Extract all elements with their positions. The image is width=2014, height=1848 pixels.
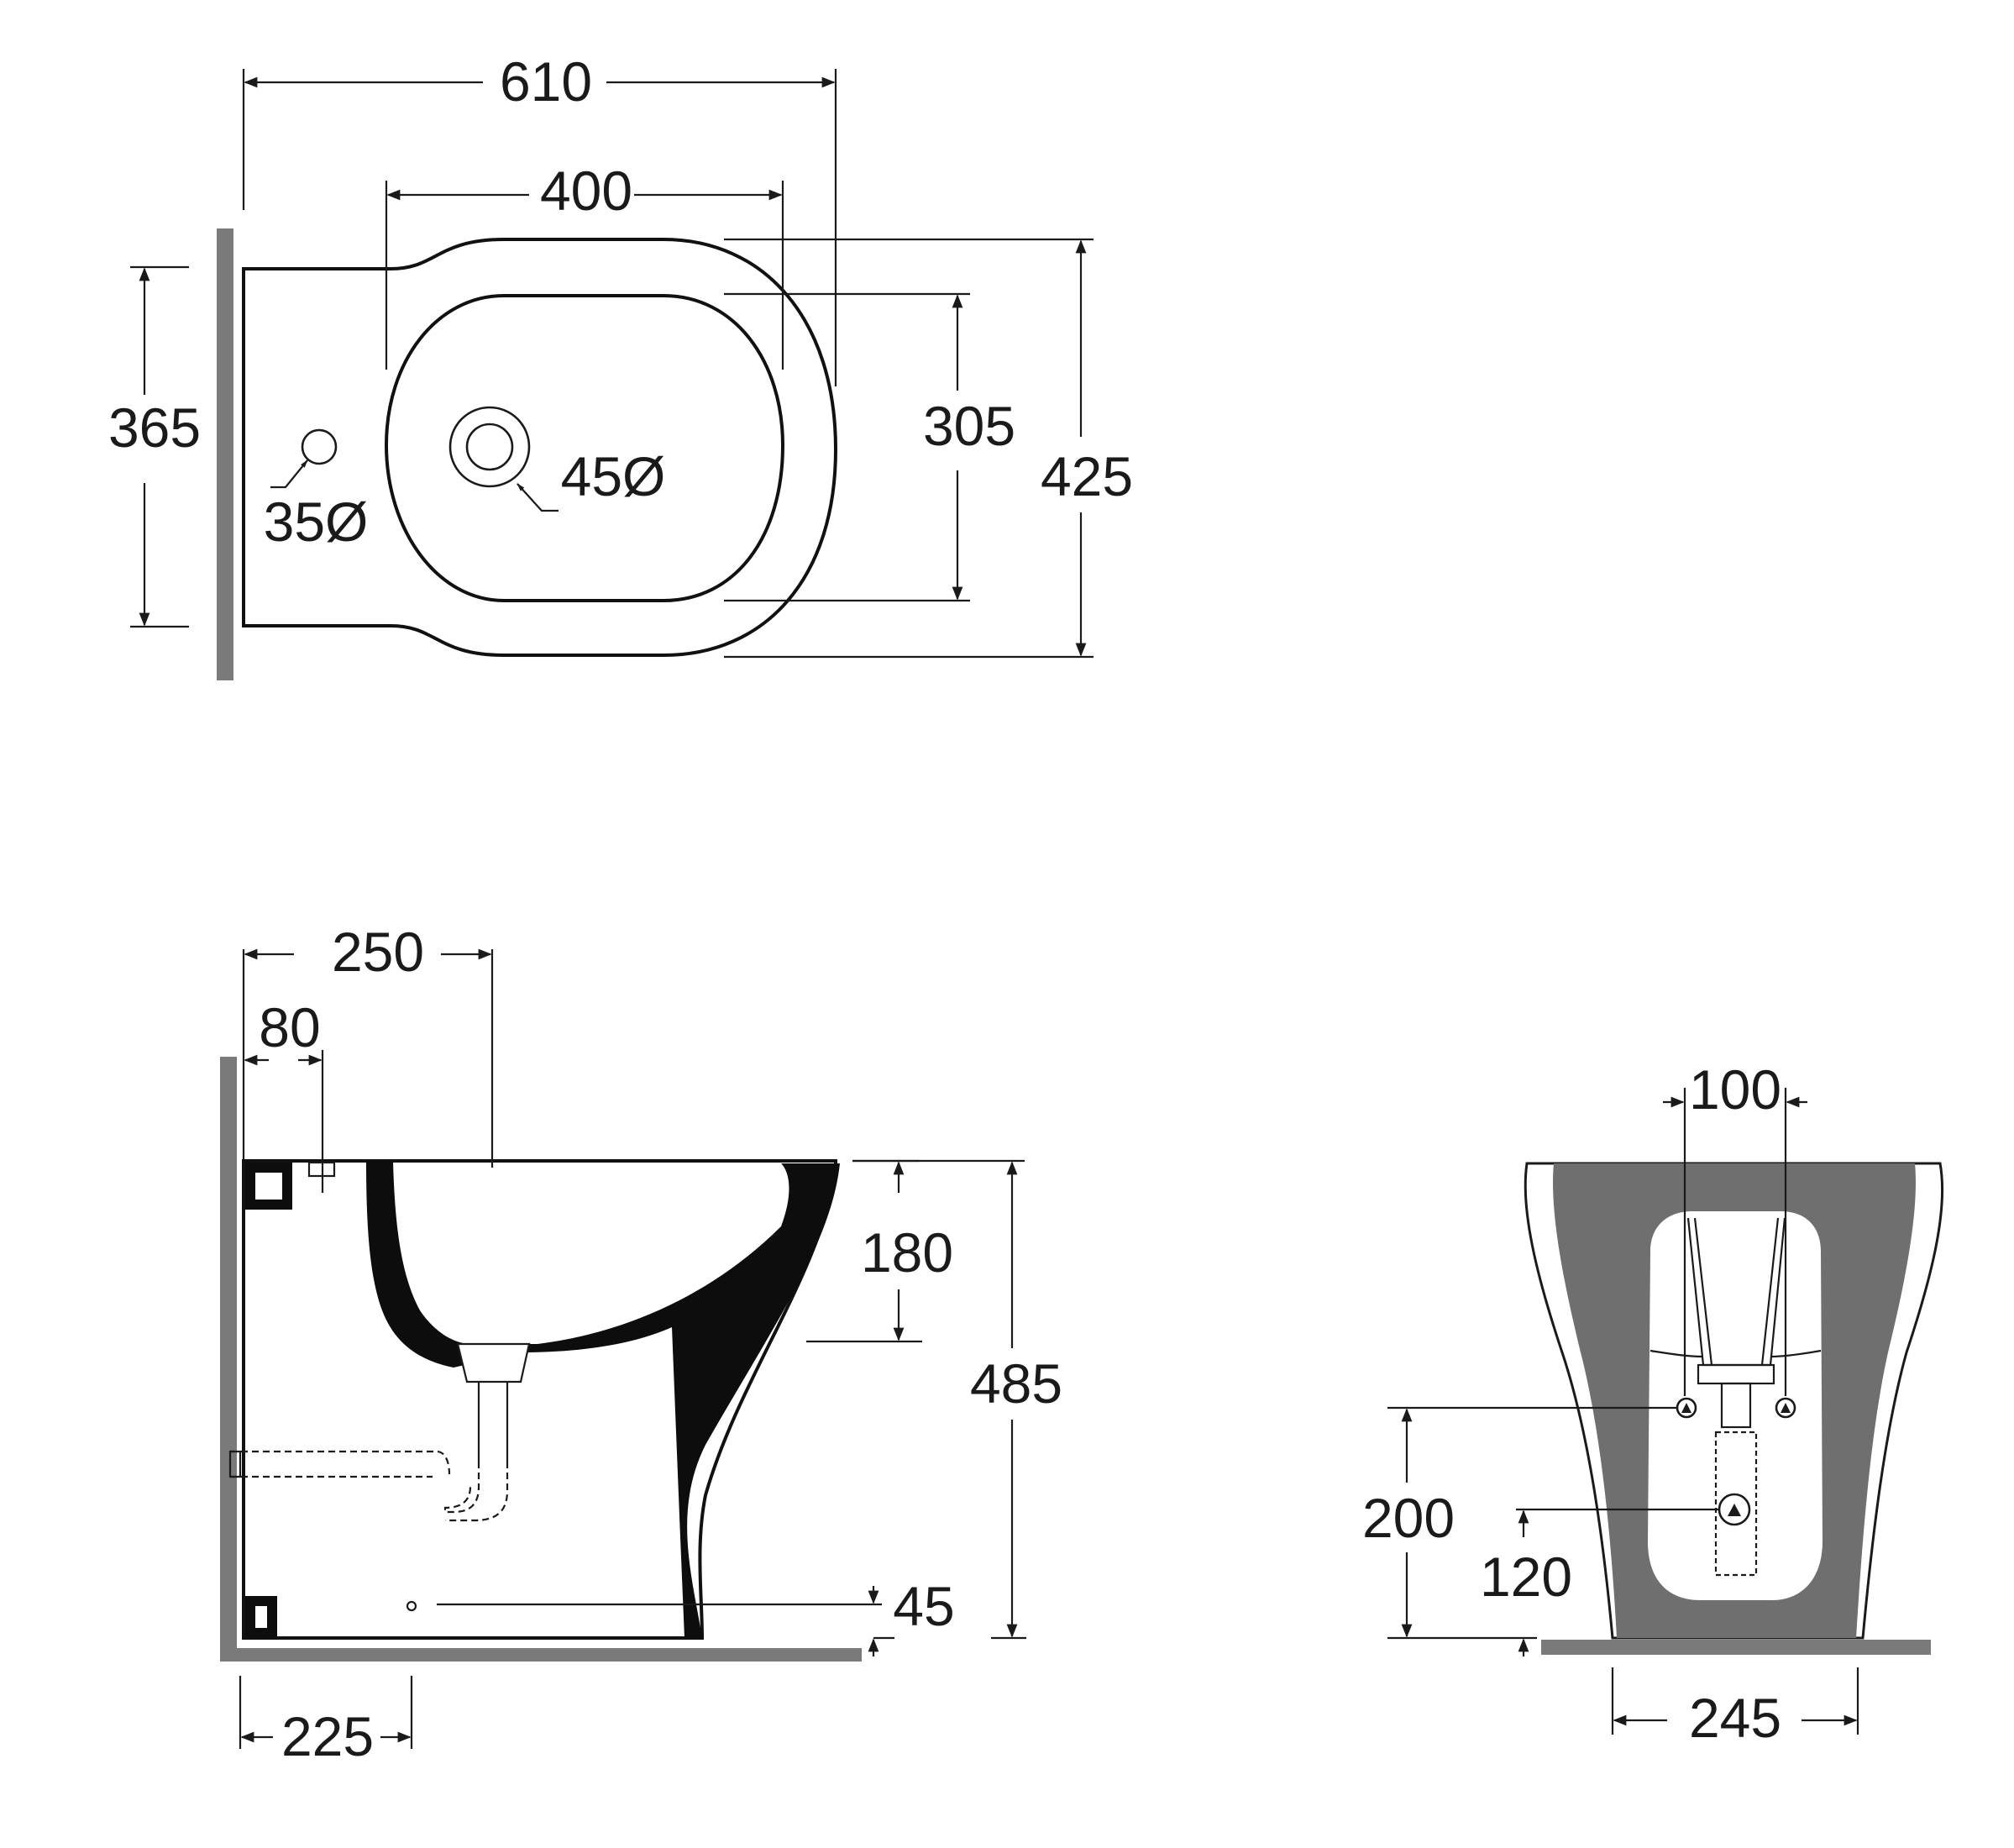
bidet-opening-front — [1648, 1211, 1823, 1600]
top-view: 610 400 365 305 425 35Ø 45Ø — [108, 50, 1133, 680]
bowl-outline-top — [384, 294, 785, 602]
dim-base-width: 245 — [1689, 1687, 1781, 1749]
front-view: 100 200 120 245 — [1362, 1058, 1944, 1749]
wall-top-view — [217, 228, 233, 680]
dim-bowl-depth: 305 — [923, 395, 1015, 457]
label-tap-hole: 35Ø — [264, 491, 369, 553]
waste-hole-outer-icon — [448, 406, 531, 488]
wall-side-view — [220, 1057, 237, 1662]
dim-overall-height: 485 — [970, 1352, 1062, 1415]
dim-wall-depth: 365 — [108, 396, 201, 459]
dim-rim-to-waste: 180 — [861, 1221, 953, 1284]
dim-overall-width: 610 — [500, 50, 592, 113]
dim-fixing-height: 200 — [1362, 1487, 1455, 1549]
bidet-shell-side — [366, 1161, 840, 1638]
dim-floor-offset: 45 — [893, 1575, 954, 1637]
dim-pipe-offset: 225 — [281, 1705, 374, 1767]
bidet-outline-front — [1524, 1162, 1944, 1640]
floor-front-view — [1541, 1640, 1931, 1655]
floor-side-view — [220, 1648, 862, 1662]
dim-overall-depth: 425 — [1041, 445, 1133, 507]
dim-waste-height: 120 — [1480, 1546, 1572, 1608]
bidet-outline-top — [242, 238, 838, 657]
waste-hole-inner-icon — [465, 423, 514, 471]
fixing-hole-right-icon — [1775, 1397, 1796, 1419]
dim-wall-to-rim-edge: 80 — [259, 996, 320, 1058]
label-waste-hole: 45Ø — [561, 445, 666, 507]
dim-tap-hole-offset: 250 — [332, 921, 424, 983]
bidet-outline-side — [242, 1159, 837, 1640]
side-view: 250 80 180 485 45 225 — [220, 921, 1062, 1767]
fixing-hole-left-icon — [1676, 1397, 1697, 1419]
dim-bowl-width: 400 — [540, 160, 632, 222]
dim-fixing-spacing: 100 — [1689, 1058, 1781, 1121]
tap-hole-icon — [301, 428, 338, 465]
